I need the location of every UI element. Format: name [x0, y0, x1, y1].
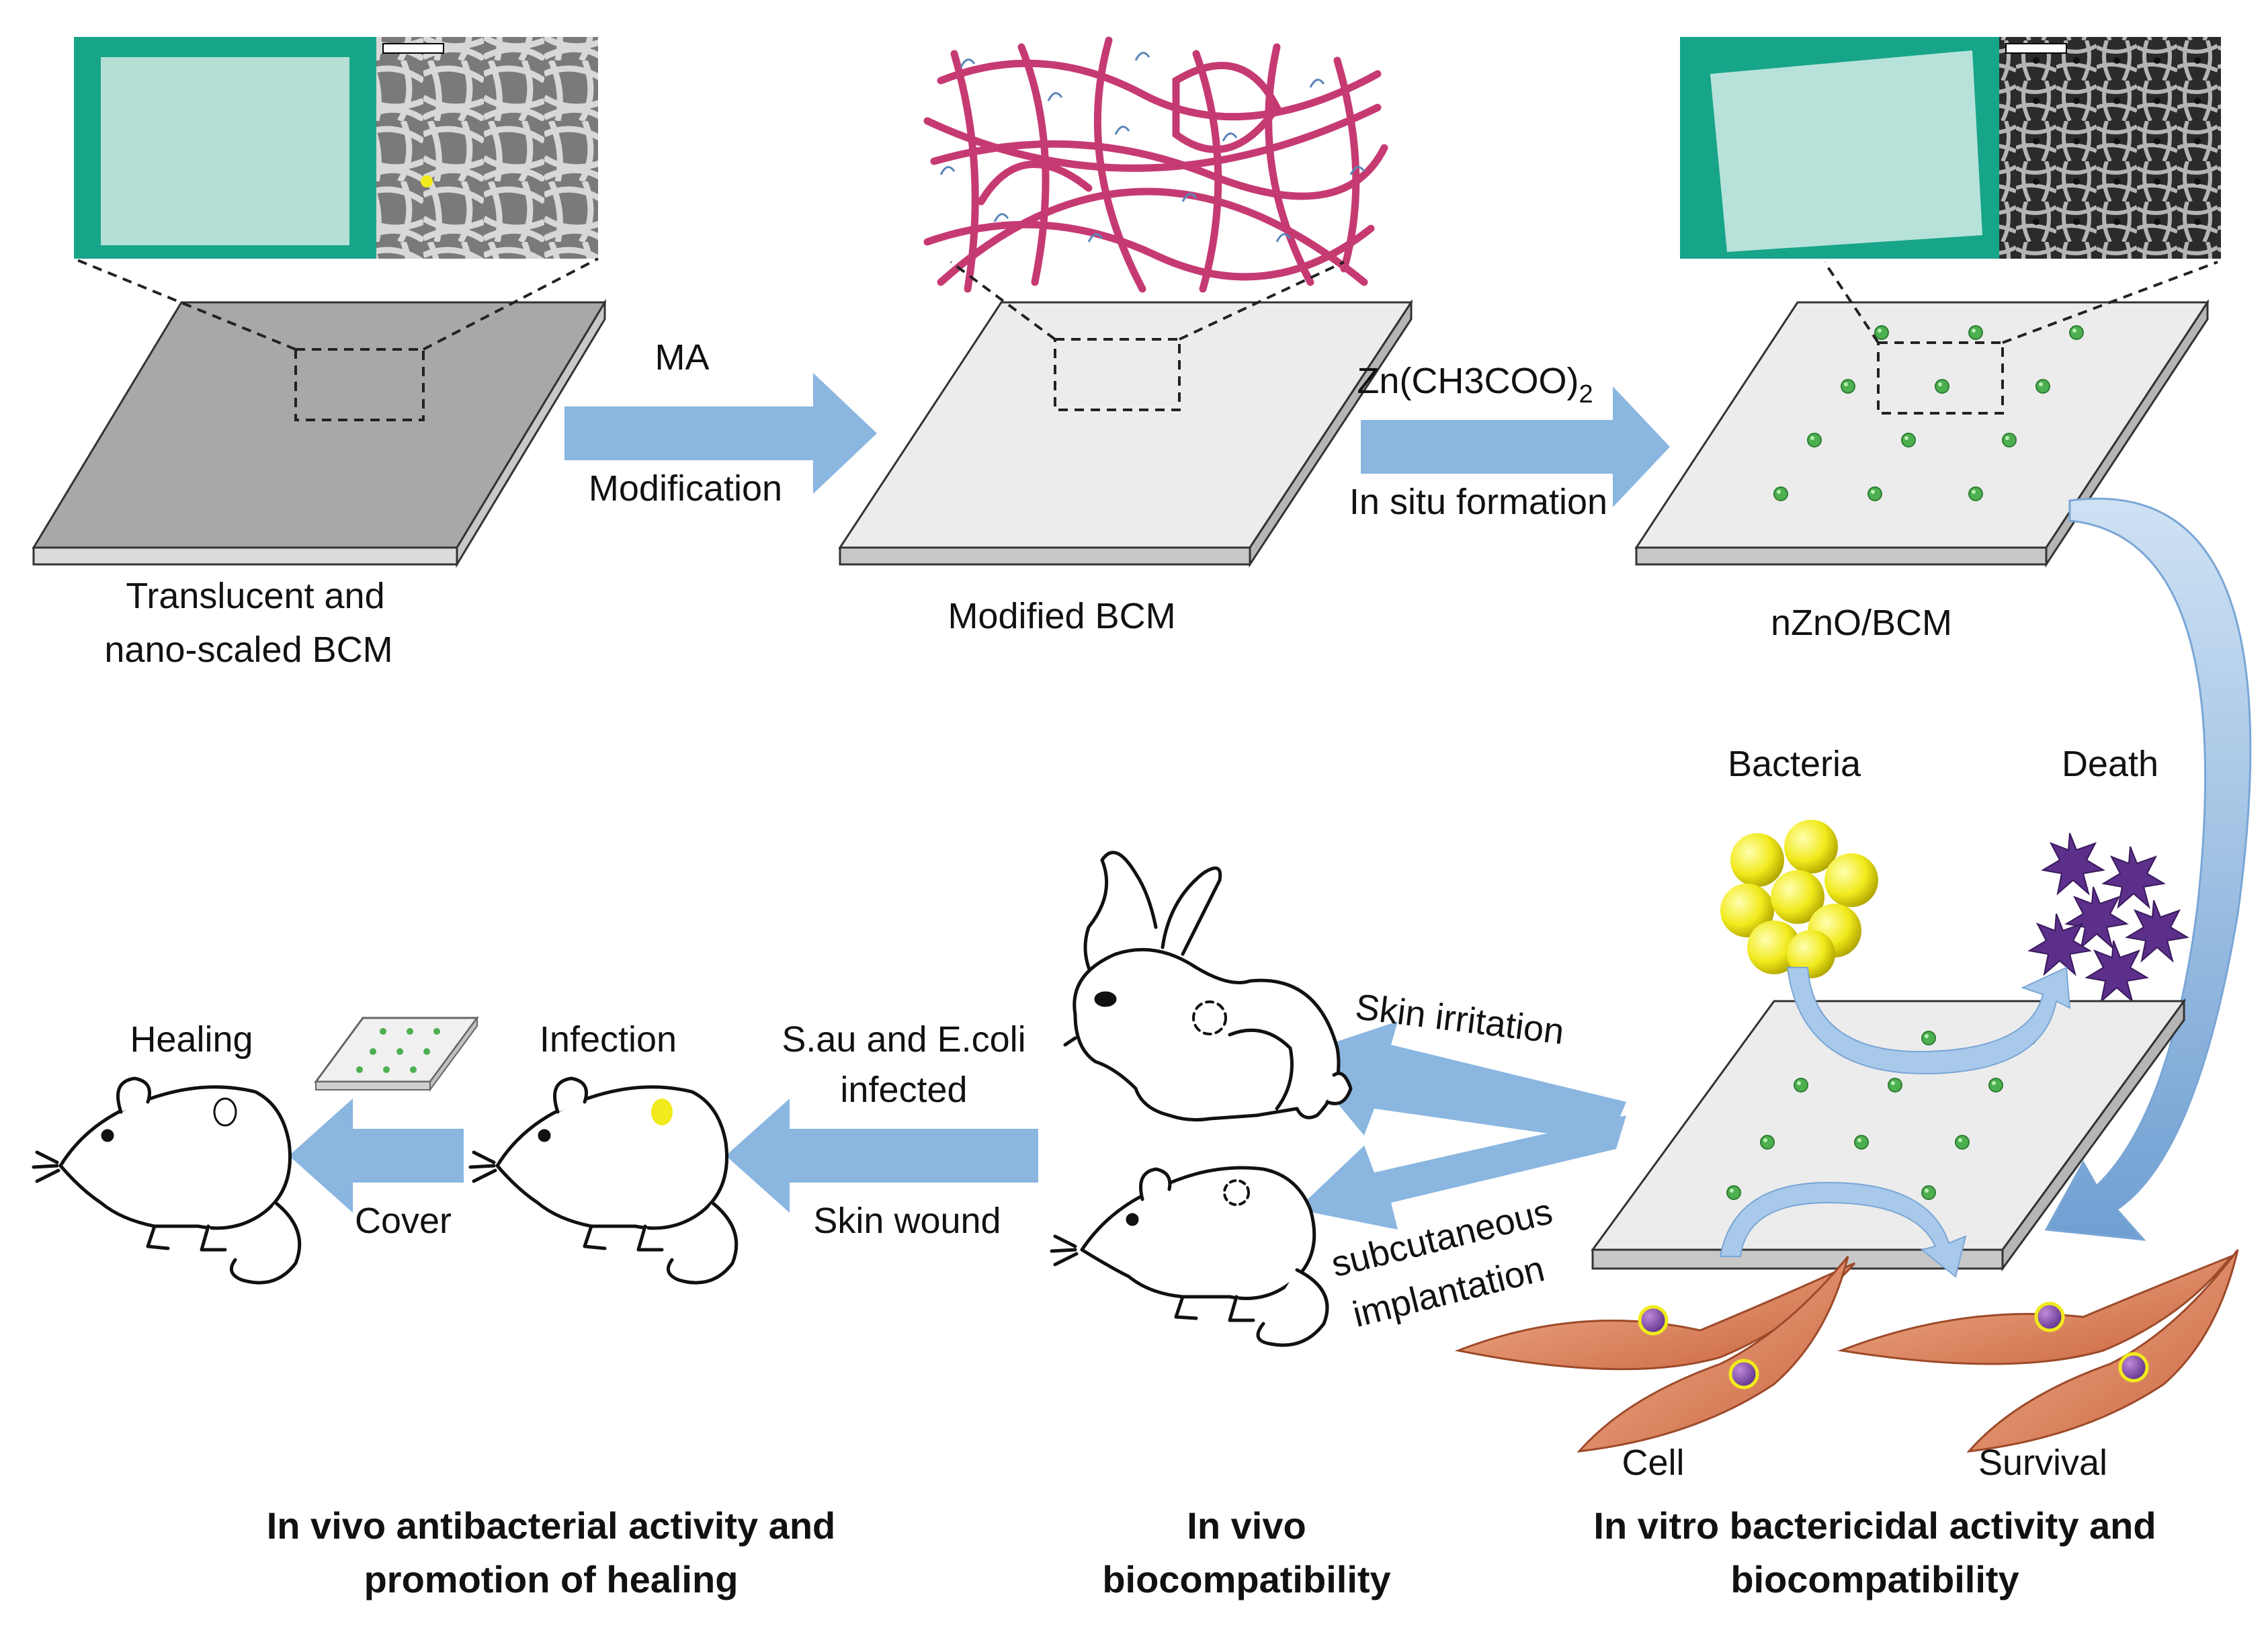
arrow2-bottom-label: In situ formation [1349, 482, 1607, 522]
step2-label: Modified BCM [948, 596, 1175, 636]
bacteria-death-arrow [1786, 966, 2071, 1075]
healed-spot [213, 1097, 237, 1127]
cell-label: Cell [1622, 1443, 1684, 1483]
caption-healing-line1: In vivo antibacterial activity and [267, 1504, 836, 1547]
modified-fiber-network [923, 36, 1388, 293]
zno-bcm-sheet-in-photo [1710, 50, 1982, 252]
fiber-side-chains [939, 52, 1366, 243]
zoom-box-1 [294, 348, 425, 421]
infected-label-line2: infected [840, 1070, 967, 1110]
cell-3 [1837, 1254, 2234, 1365]
zno-bcm-photo-panel [1680, 37, 2221, 259]
infection-label: Infection [540, 1019, 677, 1060]
caption-biocompat-line2: biocompatibility [1102, 1558, 1390, 1600]
rat-infection-icon [468, 1076, 739, 1285]
sem-yellow-marker [421, 175, 433, 187]
skin-wound-label: Skin wound [813, 1201, 1001, 1241]
bcm-sem-image [376, 37, 598, 259]
bcm-sheet-in-photo [101, 57, 349, 245]
in-vitro-plate [1591, 998, 2186, 1272]
skin-irritation-arrow [1297, 1021, 1626, 1142]
healing-label: Healing [130, 1019, 253, 1060]
rabbit-icon [1063, 851, 1353, 1122]
step3-label: nZnO/BCM [1771, 603, 1952, 643]
cover-label: Cover [355, 1201, 452, 1241]
cover-arrow [289, 1099, 464, 1213]
bcm-plate-1 [32, 257, 607, 568]
arrow1-top-label: MA [655, 337, 710, 378]
death-label: Death [2062, 744, 2158, 784]
cell-survival-arrow [1719, 1181, 1967, 1278]
dead-bacteria-cluster [2027, 832, 2189, 1003]
dressing-patch-icon [314, 1015, 479, 1093]
subcutaneous-arrow [1297, 1115, 1626, 1230]
cell-4 [1966, 1249, 2239, 1453]
infection-spot [651, 1099, 673, 1125]
infected-label-line1: S.au and E.coli [782, 1019, 1025, 1060]
bcm-photo-panel [74, 37, 598, 259]
survival-label: Survival [1978, 1443, 2107, 1483]
caption-biocompat-line1: In vivo [1187, 1504, 1306, 1547]
cell-group-left [1454, 1256, 1856, 1453]
bacteria-label: Bacteria [1728, 744, 1861, 784]
bacteria-cluster [1720, 820, 1878, 978]
scale-bar-2 [2005, 43, 2067, 54]
bcm-plate-2 [838, 261, 1413, 568]
modification-arrow [564, 373, 877, 494]
rat-biocompatibility-icon [1050, 1166, 1329, 1347]
zno-bcm-sem-image [1999, 37, 2221, 259]
cell-group-right [1837, 1249, 2239, 1453]
in-situ-formation-arrow [1361, 386, 1670, 507]
skin-wound-arrow [726, 1099, 1038, 1213]
cell-1 [1454, 1262, 1856, 1371]
step1-label-line1: Translucent and [126, 576, 384, 616]
caption-in-vitro-line1: In vitro bactericidal activity and [1593, 1504, 2156, 1547]
cell-2 [1577, 1256, 1849, 1453]
curved-transfer-arrow [2044, 497, 2252, 1241]
step1-label-line2: nano-scaled BCM [104, 630, 392, 670]
caption-healing-line2: promotion of healing [364, 1558, 739, 1600]
rat-healing-icon [32, 1076, 302, 1285]
caption-in-vitro-line2: biocompatibility [1730, 1558, 2019, 1600]
arrow1-bottom-label: Modification [589, 468, 782, 509]
arrow2-top-label: Zn(CH3COO)2 [1357, 361, 1593, 409]
scale-bar [382, 43, 444, 54]
